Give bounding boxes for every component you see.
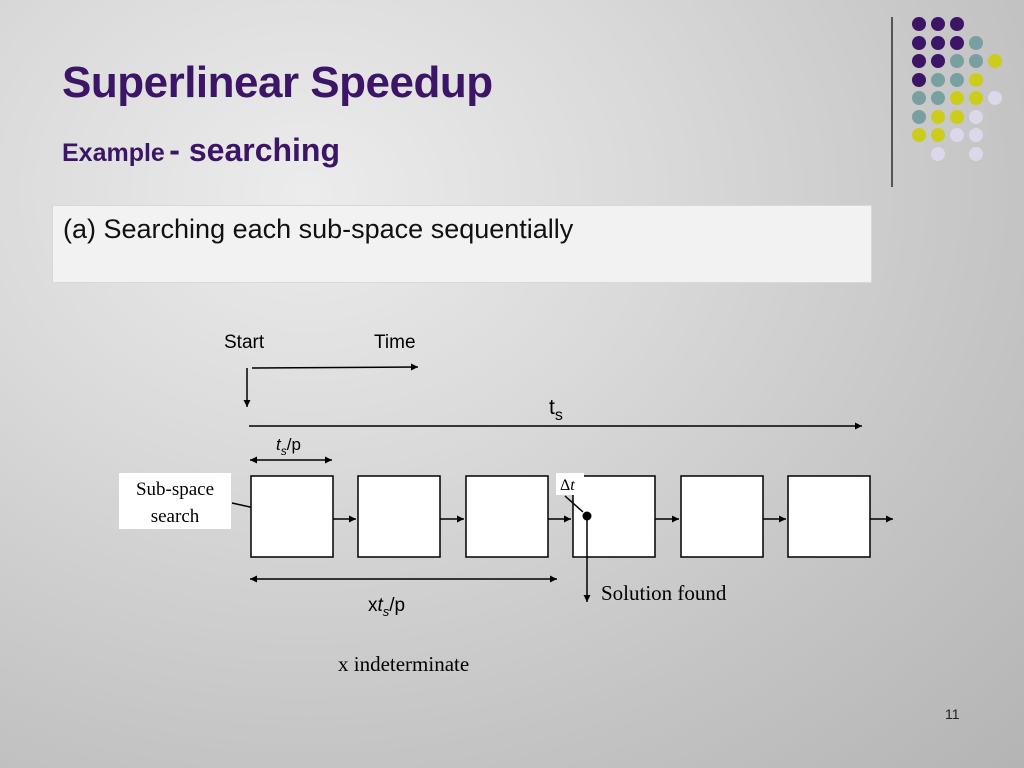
subspace-box xyxy=(787,475,871,558)
x-indeterminate-label: x indeterminate xyxy=(338,652,469,676)
subspace-label-line2: search xyxy=(151,506,200,527)
dot-teal xyxy=(950,54,964,68)
dot-purple xyxy=(931,36,945,50)
ts-p-rest: /p xyxy=(287,435,301,454)
subspace-box xyxy=(465,475,549,558)
subtitle-example: Example xyxy=(62,139,165,167)
dot-purple xyxy=(912,54,926,68)
dot-lavender xyxy=(969,147,983,161)
slide-subtitle: Example - searching xyxy=(62,132,340,169)
dot-teal xyxy=(931,73,945,87)
xts-t: t xyxy=(378,595,384,616)
time-label: Time xyxy=(374,332,416,353)
delta-t-box xyxy=(556,473,584,495)
dot-purple xyxy=(912,36,926,50)
slide-title: Superlinear Speedup xyxy=(62,58,493,107)
dot-yellow xyxy=(931,110,945,124)
dot-teal xyxy=(931,91,945,105)
subtitle-searching: - searching xyxy=(169,132,341,168)
xts-rest: /p xyxy=(389,595,405,616)
ts-t: t xyxy=(549,396,555,419)
ts-p-t: t xyxy=(276,435,282,454)
xts-p-label: xts/p xyxy=(368,595,405,619)
dot-purple xyxy=(950,17,964,31)
dot-purple xyxy=(912,73,926,87)
ts-label: ts xyxy=(549,396,563,424)
xts-x: x xyxy=(368,595,378,616)
decorative-divider xyxy=(891,17,893,187)
dot-teal xyxy=(912,110,926,124)
subspace-box xyxy=(357,475,441,558)
delta-var: t xyxy=(570,477,575,494)
subspace-box xyxy=(680,475,764,558)
dot-lavender xyxy=(988,91,1002,105)
solution-found-label: Solution found xyxy=(601,581,727,605)
dot-purple xyxy=(950,36,964,50)
ts-s: s xyxy=(555,407,563,424)
dot-purple xyxy=(931,54,945,68)
dot-teal xyxy=(950,73,964,87)
subspace-label-line1: Sub-space xyxy=(136,479,214,500)
delta-symbol: Δ xyxy=(560,477,570,494)
dot-yellow xyxy=(931,128,945,142)
dot-purple xyxy=(912,17,926,31)
start-label: Start xyxy=(224,332,265,353)
dot-yellow xyxy=(969,73,983,87)
decorative-dot-grid xyxy=(0,0,1024,200)
dot-yellow xyxy=(950,91,964,105)
dot-lavender xyxy=(969,110,983,124)
dot-yellow xyxy=(950,110,964,124)
dot-yellow xyxy=(988,54,1002,68)
delta-t-pointer xyxy=(564,495,584,513)
dot-lavender xyxy=(931,147,945,161)
ts-p-s: s xyxy=(281,444,287,458)
ts-p-label: ts/p xyxy=(276,435,301,458)
time-arrow xyxy=(251,363,419,371)
page-number: 11 xyxy=(945,706,960,722)
dot-lavender xyxy=(969,128,983,142)
xts-s: s xyxy=(383,604,390,619)
dot-teal xyxy=(969,54,983,68)
caption-text: (a) Searching each sub-space sequentiall… xyxy=(63,214,574,244)
dot-teal xyxy=(912,91,926,105)
subspace-label-box xyxy=(119,473,231,529)
dot-teal xyxy=(969,36,983,50)
delta-t-label: Δt xyxy=(560,477,575,494)
dot-purple xyxy=(931,17,945,31)
dot-yellow xyxy=(969,91,983,105)
dot-yellow xyxy=(912,128,926,142)
subspace-box xyxy=(250,475,334,558)
dot-lavender xyxy=(950,128,964,142)
caption-box: (a) Searching each sub-space sequentiall… xyxy=(52,205,872,283)
